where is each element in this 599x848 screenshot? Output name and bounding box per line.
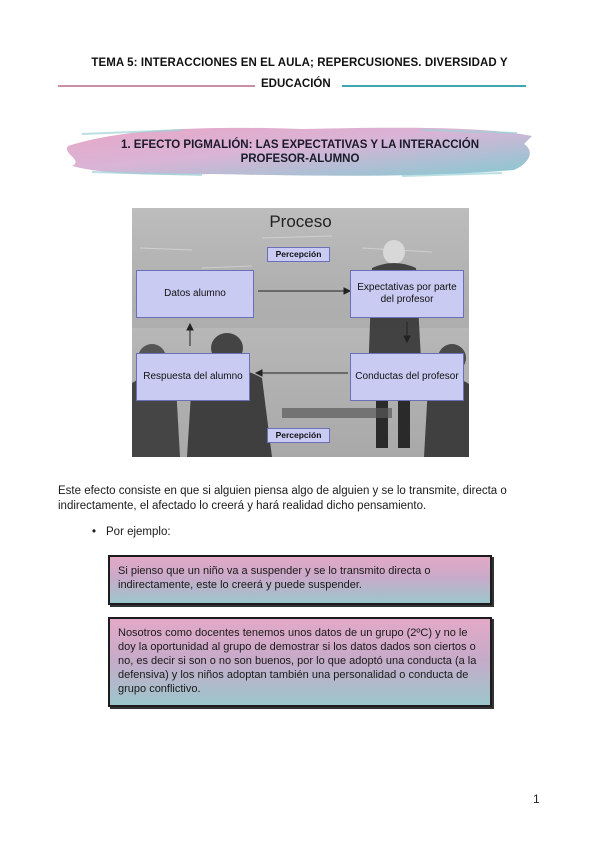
header-rule-right <box>342 85 526 87</box>
bullet-text: Por ejemplo: <box>106 526 171 538</box>
body-paragraph: Este efecto consiste en que si alguien p… <box>58 485 507 512</box>
perception-tag-bottom: Percepción <box>267 428 330 443</box>
process-diagram: Proceso Percepción Datos alumno Expectat… <box>132 208 469 457</box>
diagram-title: Proceso <box>269 212 332 231</box>
photo-silhouettes <box>132 208 469 457</box>
box-conductas-profesor: Conductas del profesor <box>350 353 464 401</box>
section-title-banner: 1. EFECTO PIGMALIÓN: LAS EXPECTATIVAS Y … <box>62 124 538 180</box>
bullet-marker: • <box>92 526 97 538</box>
section-title: 1. EFECTO PIGMALIÓN: LAS EXPECTATIVAS Y … <box>62 138 538 166</box>
section-title-line1: 1. EFECTO PIGMALIÓN: LAS EXPECTATIVAS Y … <box>120 139 480 151</box>
header-subtitle: EDUCACIÓN <box>261 78 331 90</box>
brush-stroke-background <box>66 127 532 177</box>
section-title-line2: PROFESOR-ALUMNO <box>240 153 360 165</box>
box-expectativas-profesor: Expectativas por parte del profesor <box>350 270 464 318</box>
box-respuesta-alumno: Respuesta del alumno <box>136 353 250 401</box>
page-number: 1 <box>533 792 540 806</box>
bullet-item: • Por ejemplo: <box>92 526 171 538</box>
document-header-title: TEMA 5: INTERACCIONES EN EL AULA; REPERC… <box>91 57 508 69</box>
box-datos-alumno: Datos alumno <box>136 270 254 318</box>
document-header-subtitle-row: EDUCACIÓN <box>58 78 526 94</box>
header-rule-left <box>58 85 255 87</box>
example-box-1: Si pienso que un niño va a suspender y s… <box>108 555 492 605</box>
example-box-2: Nosotros como docentes tenemos unos dato… <box>108 617 492 707</box>
perception-tag-top: Percepción <box>267 247 330 262</box>
